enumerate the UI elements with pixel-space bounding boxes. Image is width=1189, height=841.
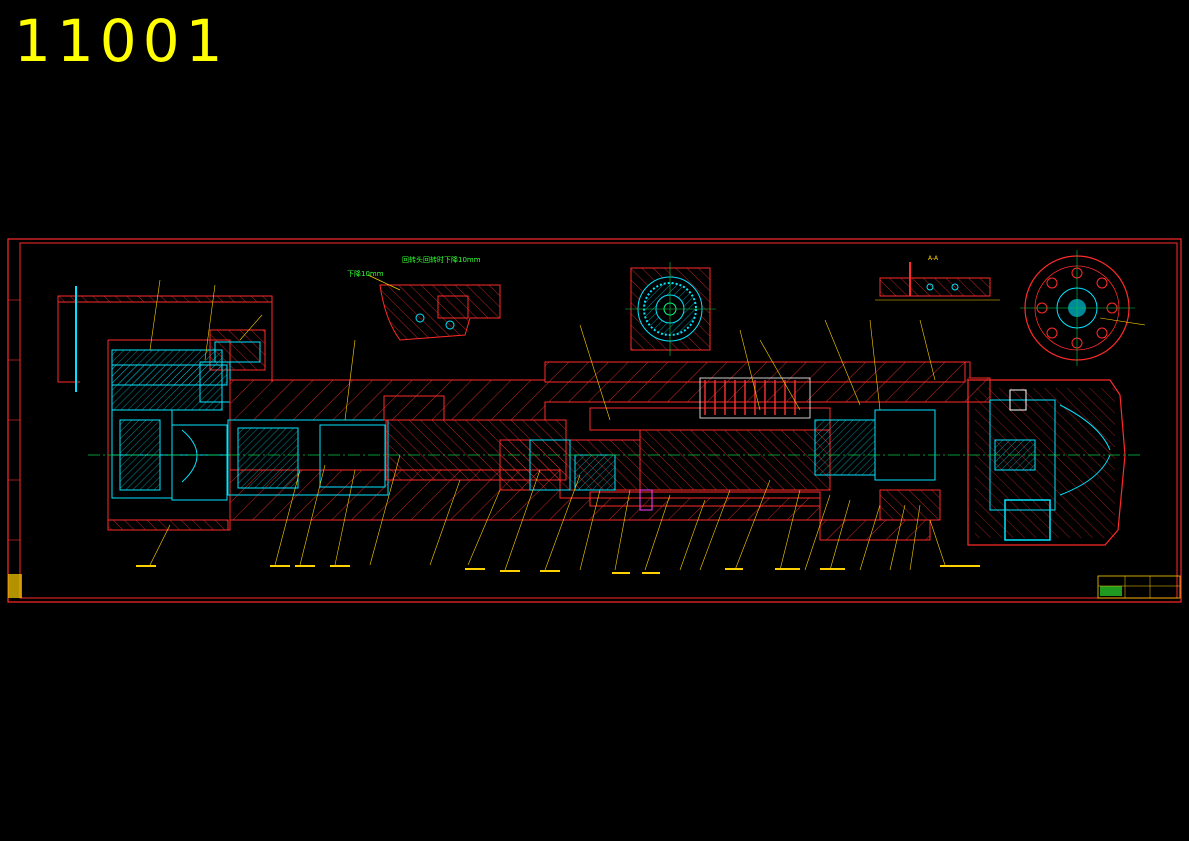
left-note: 下降10mm [347,269,384,278]
flange-view [1020,250,1135,366]
main-note: 回转头回转时下降10mm [402,255,481,264]
drawing-number: 11001 [14,7,229,75]
central-shaft [499,377,941,521]
leader-lines [149,279,1146,571]
right-head [967,379,1126,546]
drawing-border [7,238,1182,603]
section-view-top [367,274,501,341]
leader-ticks [136,565,980,574]
title-block [1097,575,1181,599]
view-label: A-A [928,255,939,262]
main-body [227,361,991,541]
gear-section [625,262,716,356]
left-chuck [111,349,231,501]
detail-view-top-right: A-A [875,255,1000,301]
